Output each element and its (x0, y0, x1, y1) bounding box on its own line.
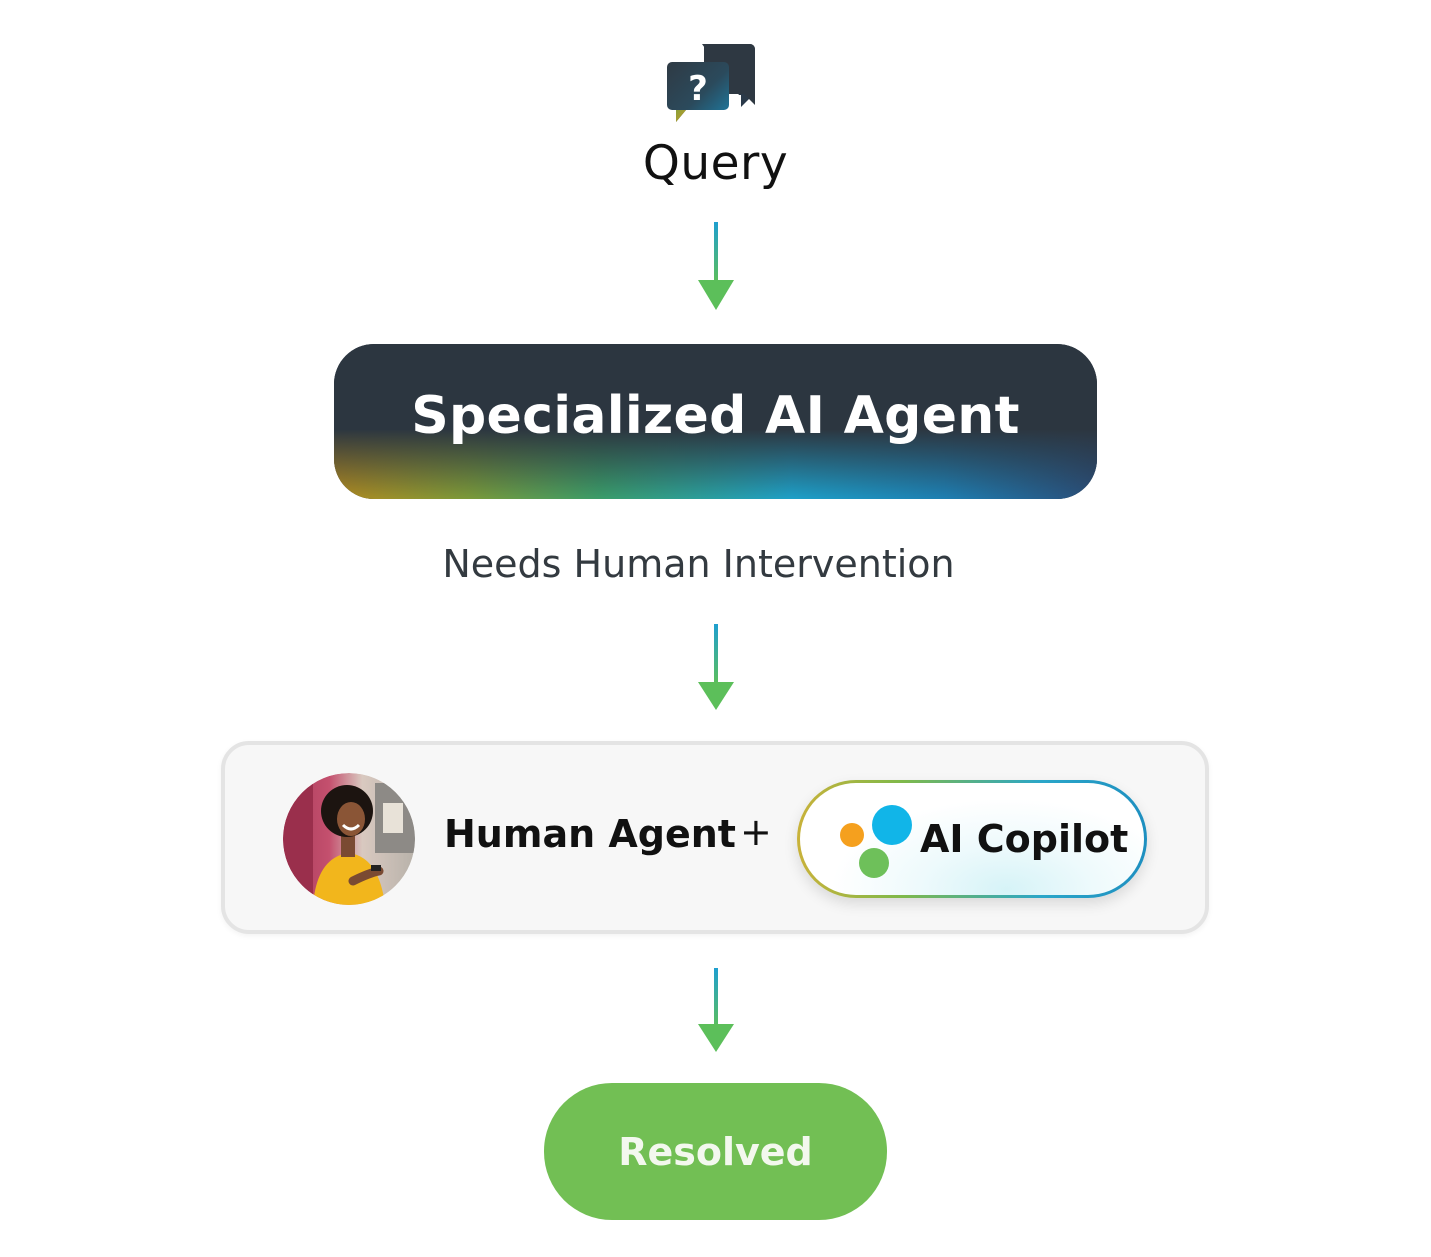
question-chat-icon: ? (667, 44, 755, 122)
ai-copilot-pill: AI Copilot (797, 780, 1147, 898)
ai-copilot-pill-inner: AI Copilot (800, 783, 1144, 895)
resolved-pill: Resolved (544, 1083, 887, 1220)
gradient-fade (334, 344, 1097, 499)
person-avatar (283, 773, 415, 905)
specialized-ai-agent-box: Specialized AI Agent (334, 344, 1097, 499)
human-agent-label: Human Agent (444, 812, 736, 856)
ai-agent-label: Specialized AI Agent (411, 386, 1020, 446)
down-arrow-icon (698, 222, 734, 310)
intervention-label: Needs Human Intervention (442, 542, 955, 586)
query-label: Query (642, 136, 789, 191)
svg-text:?: ? (688, 69, 708, 109)
down-arrow-icon (698, 624, 734, 710)
copilot-dots-icon (840, 805, 912, 878)
down-arrow-icon (698, 968, 734, 1052)
ai-copilot-label: AI Copilot (920, 817, 1129, 861)
plus-sign: + (740, 810, 772, 854)
